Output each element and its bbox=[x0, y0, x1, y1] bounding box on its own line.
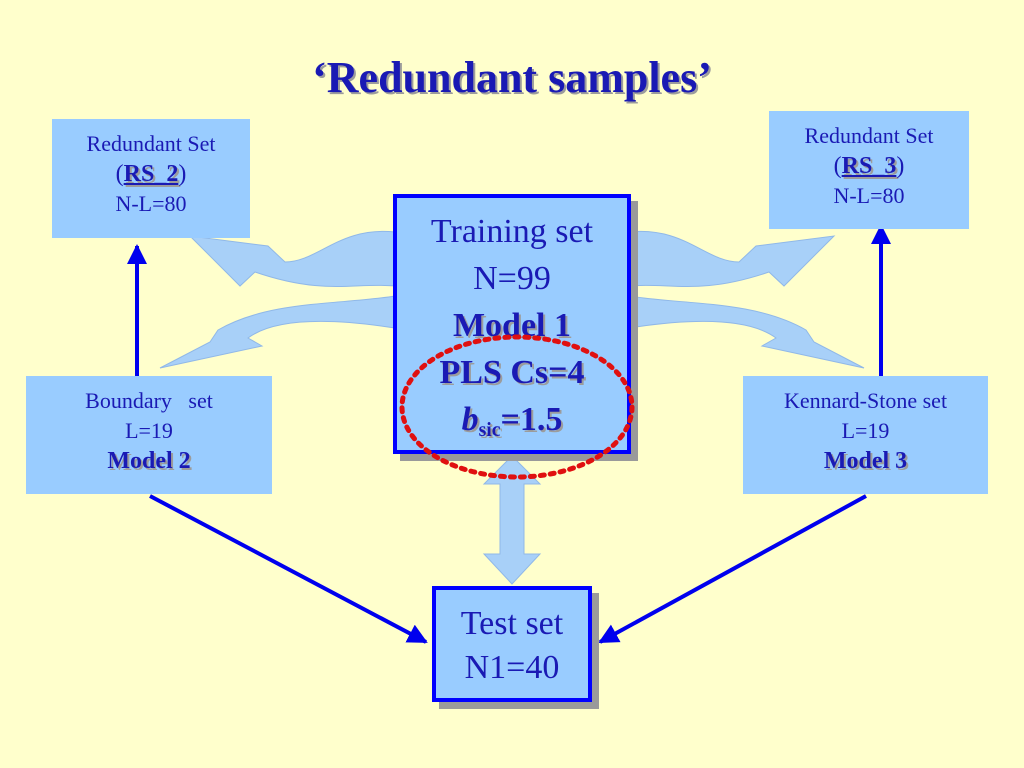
training-label: Training set bbox=[430, 213, 594, 250]
curved-arrow-to-kennard bbox=[628, 295, 865, 369]
redundant-set-rs2-box: Redundant Set (RS_2) N-L=80 bbox=[52, 119, 250, 238]
bsic-subscript: sic bbox=[478, 418, 501, 441]
test-count: N1=40 bbox=[464, 649, 560, 686]
curved-arrow-to-boundary bbox=[159, 295, 396, 369]
training-bsic: bsic=1.5 bbox=[397, 396, 627, 454]
kennard-stone-set-box: Kennard-Stone set L=19 Model 3 bbox=[743, 376, 988, 494]
curved-arrow-to-rs2 bbox=[188, 230, 396, 287]
rs3-code-line: (RS_3) bbox=[769, 151, 969, 181]
kennard-model: Model 3 bbox=[823, 448, 908, 474]
slide-title: ‘Redundant samples’ bbox=[312, 53, 712, 102]
test-set-box: Test set N1=40 bbox=[432, 586, 592, 702]
rs3-label: Redundant Set bbox=[804, 123, 934, 148]
training-count: N=99 bbox=[473, 260, 551, 297]
arrow-boundary-to-test bbox=[149, 494, 428, 644]
rs3-count: N-L=80 bbox=[833, 183, 905, 208]
test-label: Test set bbox=[460, 605, 564, 642]
curved-arrow-to-rs3 bbox=[628, 230, 836, 287]
training-set-box: Training set N=99 Model 1 PLS Cs=4 bsic=… bbox=[393, 194, 631, 454]
training-model: Model 1 bbox=[452, 307, 572, 344]
arrow-kennard-to-test bbox=[598, 494, 867, 644]
training-pls: PLS Cs=4 bbox=[439, 354, 585, 391]
rs2-code: RS_2 bbox=[123, 161, 179, 187]
bsic-value: =1.5 bbox=[500, 401, 563, 438]
boundary-set-box: Boundary set L=19 Model 2 bbox=[26, 376, 272, 494]
double-arrow-training-test bbox=[482, 455, 542, 585]
rs2-code-line: (RS_2) bbox=[52, 159, 250, 189]
rs2-count: N-L=80 bbox=[115, 191, 187, 216]
kennard-label: Kennard-Stone set bbox=[783, 388, 948, 413]
boundary-count: L=19 bbox=[125, 418, 173, 443]
kennard-count: L=19 bbox=[841, 418, 890, 443]
rs2-open-paren: ( bbox=[115, 161, 124, 187]
rs2-close-paren: ) bbox=[178, 161, 187, 187]
rs3-open-paren: ( bbox=[833, 153, 842, 179]
rs3-code: RS_3 bbox=[841, 153, 897, 179]
bsic-symbol: b bbox=[461, 401, 479, 438]
boundary-label: Boundary set bbox=[85, 388, 213, 413]
rs2-label: Redundant Set bbox=[86, 131, 216, 156]
rs3-close-paren: ) bbox=[896, 153, 905, 179]
redundant-set-rs3-box: Redundant Set (RS_3) N-L=80 bbox=[769, 111, 969, 229]
boundary-model: Model 2 bbox=[107, 448, 191, 474]
